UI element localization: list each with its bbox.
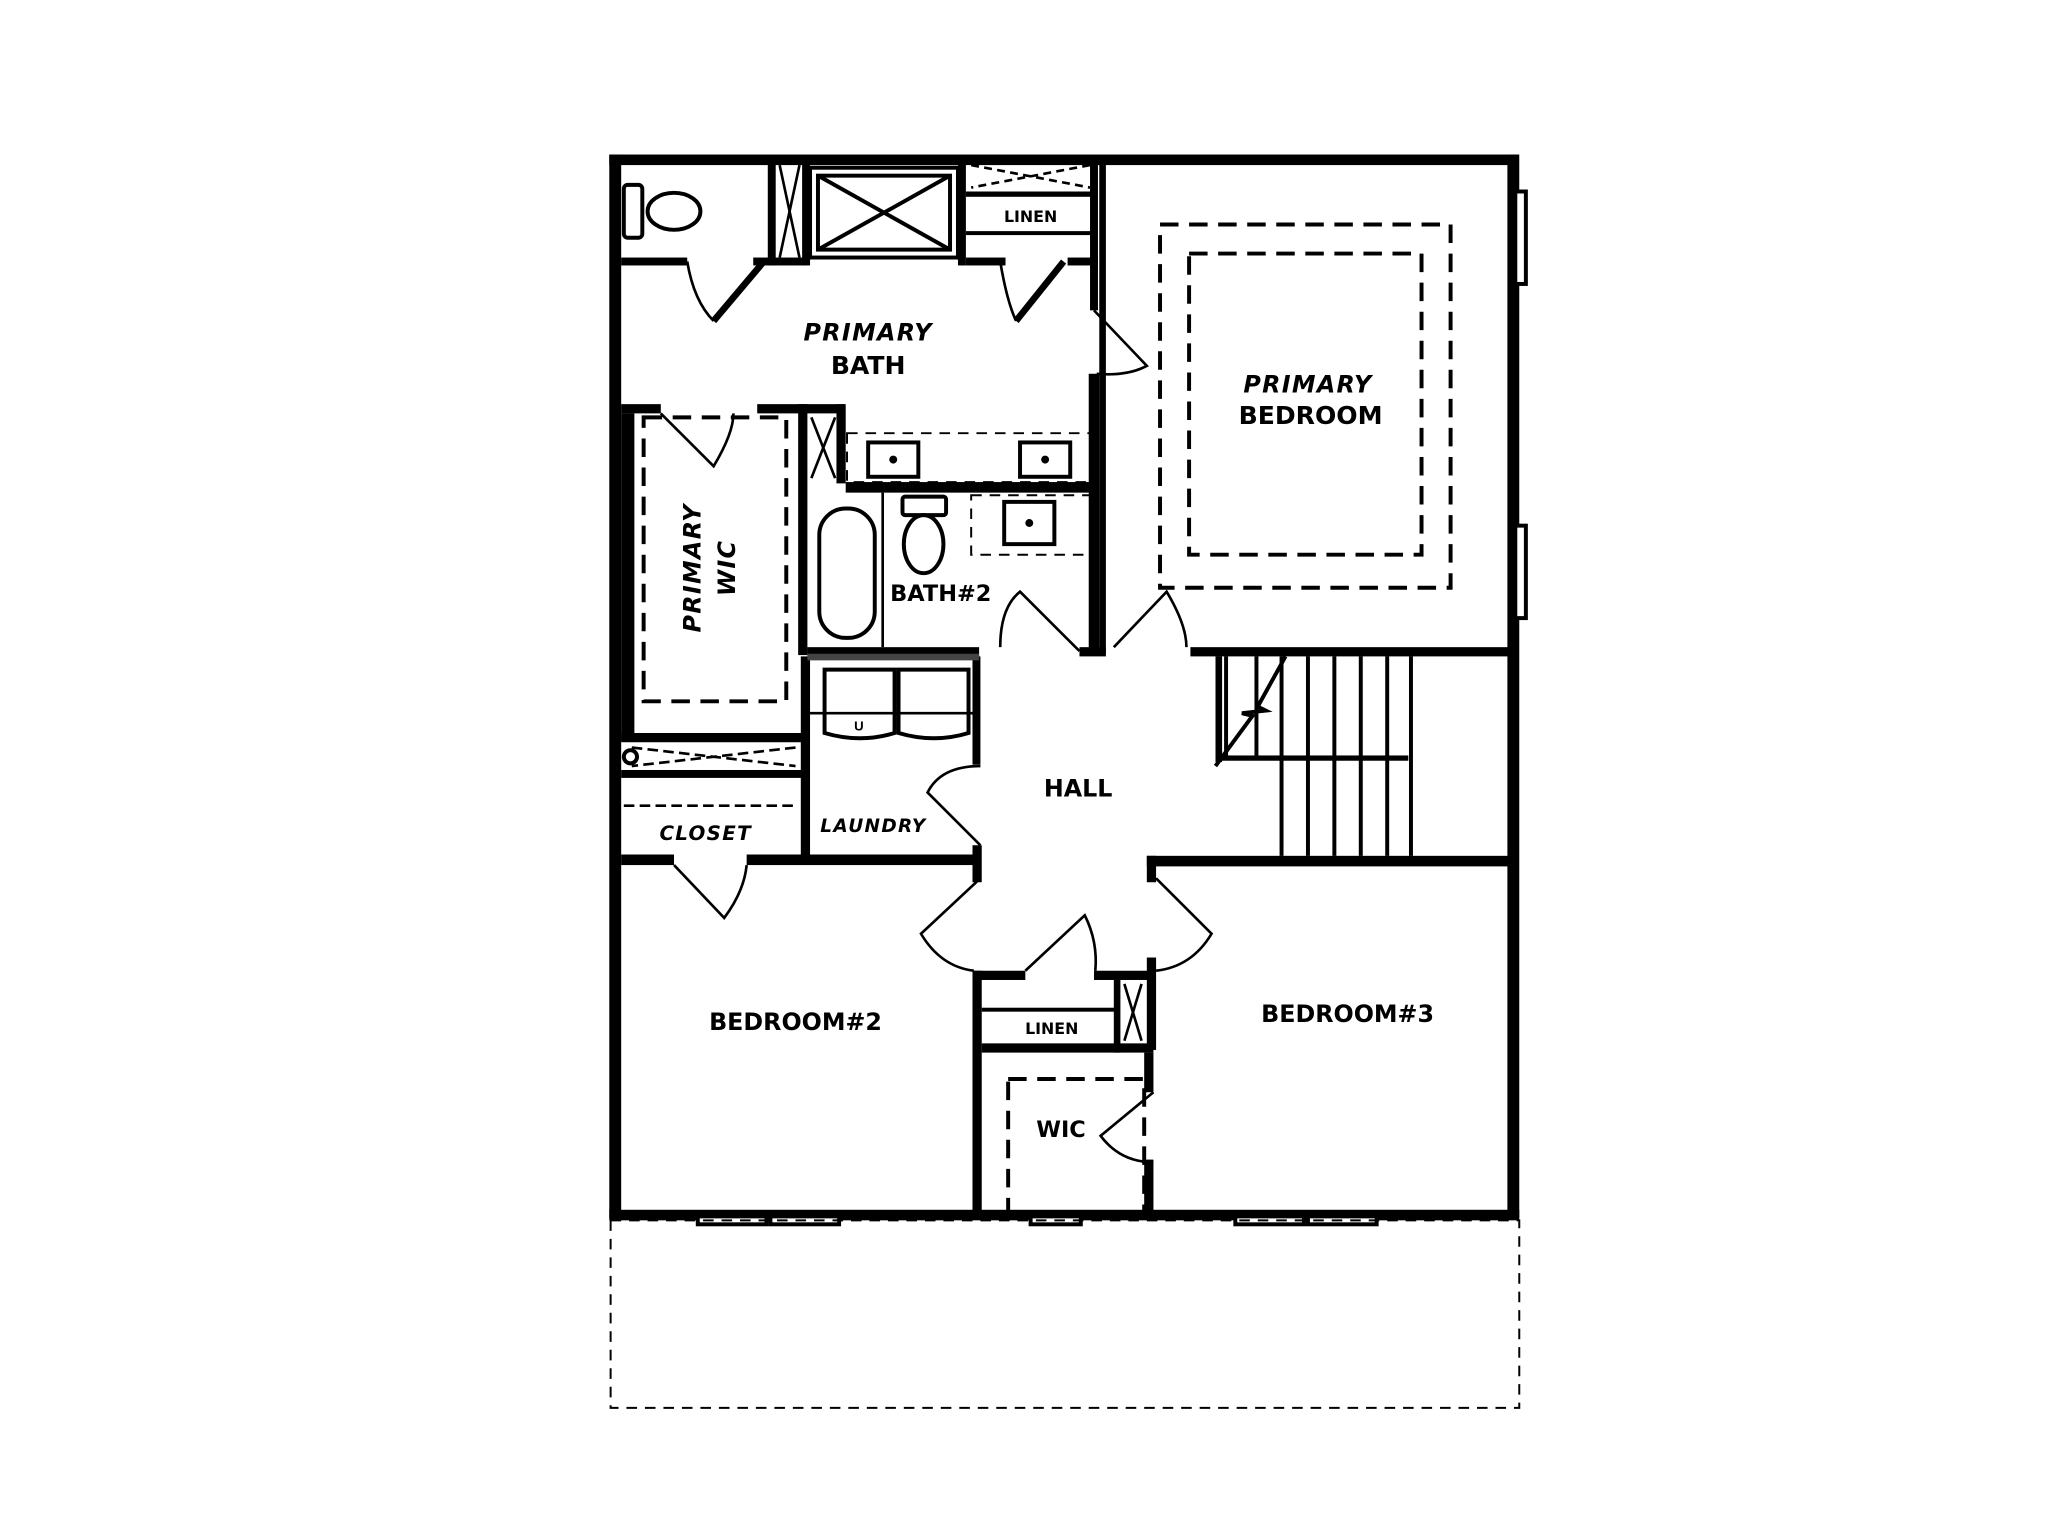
washer-dryer-icon: U — [807, 653, 980, 741]
porch-outline — [609, 1219, 1521, 1409]
closet-label: CLOSET — [659, 822, 752, 845]
bedroom2-label: BEDROOM#2 — [709, 1008, 882, 1036]
primary-wic-label-1: PRIMARY — [678, 502, 706, 633]
door-swings — [659, 259, 1214, 1164]
laundry-label: LAUNDRY — [820, 816, 927, 837]
linen-bottom-label: LINEN — [1025, 1019, 1078, 1038]
shower-icon — [808, 165, 960, 260]
bath2-fixtures-icon — [817, 492, 1092, 648]
primary-bedroom-label-2: BEDROOM — [1239, 401, 1383, 430]
room-labels: PRIMARY BATH PRIMARY BEDROOM LINEN PRIMA… — [659, 207, 1434, 1143]
primary-bath-label-1: PRIMARY — [804, 319, 935, 347]
primary-wic-label-2: WIC — [713, 540, 741, 596]
tray-ceiling-inner — [1187, 251, 1424, 557]
shelving-x-icons — [621, 163, 1143, 1042]
bedroom3-label: BEDROOM#3 — [1261, 1000, 1434, 1028]
vanity-double-sink-icon — [846, 432, 1092, 484]
bath2-label: BATH#2 — [890, 581, 991, 607]
primary-bath-label-2: BATH — [831, 351, 906, 380]
primary-wic-shelving-icon — [641, 415, 789, 704]
tray-ceiling-outer — [1158, 222, 1453, 590]
hall-label: HALL — [1044, 774, 1113, 802]
staircase — [1213, 655, 1413, 856]
svg-text:U: U — [854, 718, 864, 733]
linen-top-label: LINEN — [1004, 207, 1057, 226]
wic-label: WIC — [1036, 1117, 1086, 1143]
interior-walls — [621, 159, 1514, 1216]
primary-bedroom-label-1: PRIMARY — [1243, 370, 1374, 398]
toilet-primary-icon — [621, 182, 703, 240]
wic-shelving-icon — [1006, 1077, 1147, 1218]
